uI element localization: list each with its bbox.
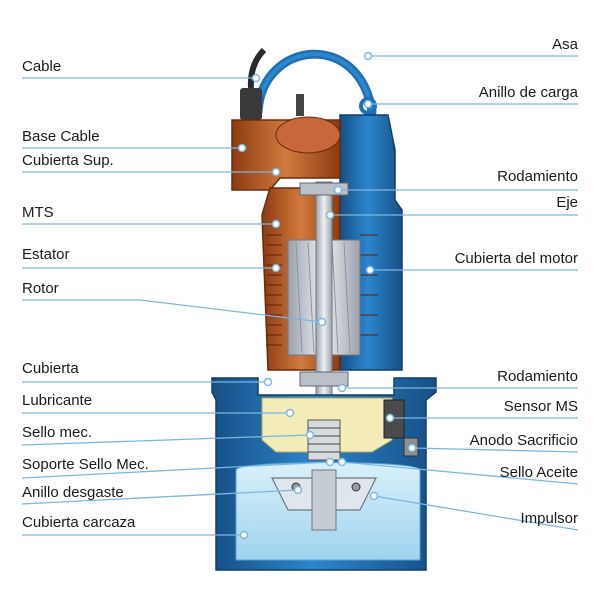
lifting-ring <box>359 97 377 115</box>
label-rodamiento-bottom: Rodamiento <box>497 368 578 385</box>
bearing-bottom <box>299 371 349 387</box>
label-rodamiento-top: Rodamiento <box>497 168 578 185</box>
leader-lines-right <box>330 55 579 531</box>
label-rotor: Rotor <box>22 280 59 297</box>
label-sello-mec: Sello mec. <box>22 424 93 441</box>
leader-lines-left <box>21 77 331 536</box>
label-mts: MTS <box>22 204 54 221</box>
label-anillo-de-carga: Anillo de carga <box>478 84 578 101</box>
label-asa: Asa <box>552 36 578 53</box>
label-cubierta-carcaza: Cubierta carcaza <box>22 514 136 531</box>
mechanical-seal <box>307 419 341 461</box>
label-eje: Eje <box>556 194 578 211</box>
label-lubricante: Lubricante <box>22 392 93 409</box>
label-soporte-sello-mec: Soporte Sello Mec. <box>22 456 149 473</box>
handle-asa <box>253 49 377 117</box>
label-anodo-sacrificio: Anodo Sacrificio <box>469 432 578 449</box>
label-cubierta-del-motor: Cubierta del motor <box>454 250 578 267</box>
label-impulsor: Impulsor <box>520 510 578 527</box>
cable-gland-2 <box>296 94 304 116</box>
cable <box>247 47 267 89</box>
label-estator: Estator <box>22 246 70 263</box>
label-cable: Cable <box>22 58 62 75</box>
label-sensor-ms: Sensor MS <box>503 398 578 415</box>
cable-gland <box>240 88 262 120</box>
label-sello-aceite: Sello Aceite <box>499 464 578 481</box>
label-anillo-desgaste: Anillo desgaste <box>22 484 124 501</box>
label-cubierta: Cubierta <box>22 360 79 377</box>
label-cubierta-sup: Cubierta Sup. <box>22 152 114 169</box>
label-base-cable: Base Cable <box>22 128 100 145</box>
impeller-hub <box>311 469 337 531</box>
